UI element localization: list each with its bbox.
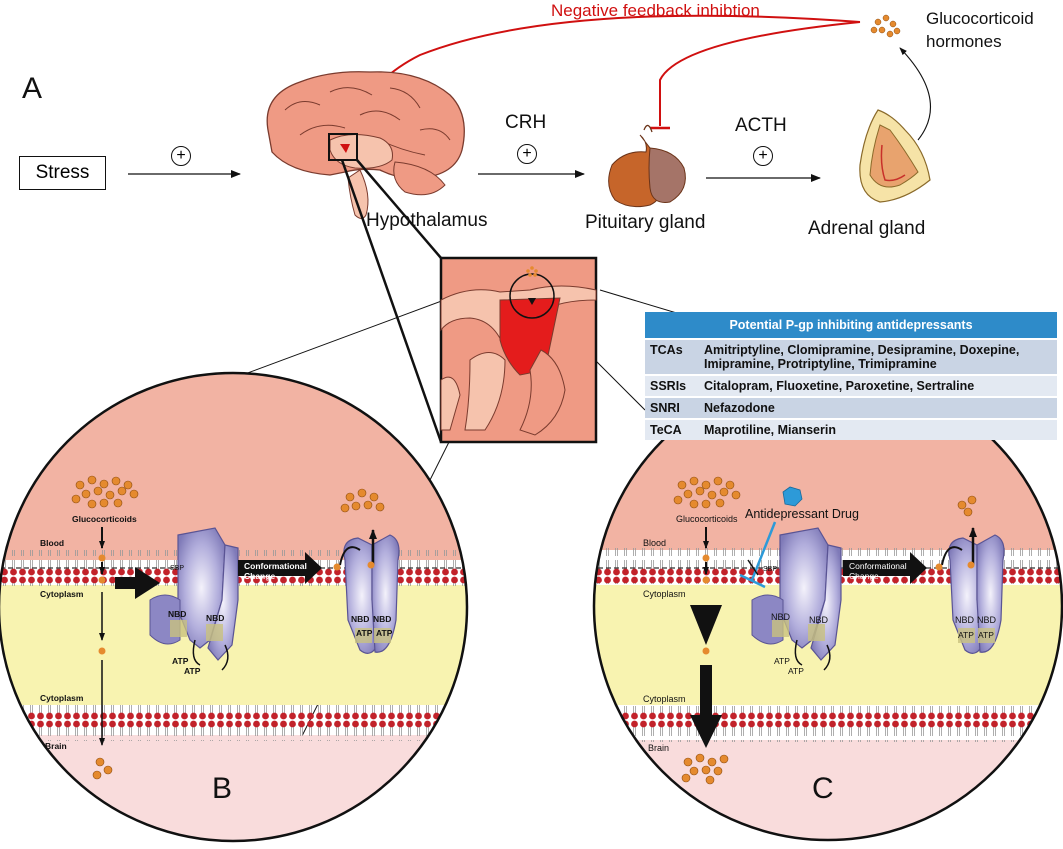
drug-class: TeCA — [645, 418, 699, 440]
plus-sign-stress: + — [171, 146, 191, 166]
adrenal-label: Adrenal gland — [808, 218, 926, 239]
hormones-label-line2: hormones — [926, 32, 1002, 51]
table-title: Potential P-gp inhibiting antidepressant… — [645, 312, 1057, 339]
b-nbd-closed-2: NBD — [373, 614, 392, 624]
c-cytoplasm-bottom-label: Cytoplasm — [643, 694, 686, 704]
feedback-line-pituitary — [659, 21, 861, 126]
adrenal-gland-illustration — [859, 109, 931, 203]
drug-list: Citalopram, Fluoxetine, Paroxetine, Sert… — [699, 374, 1057, 397]
c-cytoplasm-top-label: Cytoplasm — [643, 589, 686, 599]
stress-box: Stress — [19, 156, 106, 190]
antidepressant-drug-shape — [782, 486, 803, 507]
pituitary-label: Pituitary gland — [585, 212, 706, 233]
b-nbd-label-2: NBD — [206, 613, 225, 623]
c-atp-closed-2: ATP — [978, 630, 994, 640]
brain-illustration — [266, 71, 465, 219]
b-sbp-label: SBP — [170, 565, 185, 572]
b-atp-closed-1: ATP — [356, 628, 373, 638]
c-nbd-closed-2: NBD — [977, 615, 997, 625]
panel-label-a: A — [22, 72, 43, 105]
b-nbd-closed-1: NBD — [351, 614, 370, 624]
panel-b-border — [0, 371, 469, 843]
zoom-line-1 — [356, 159, 442, 259]
feedback-label: Negative feedback inhibtion — [551, 1, 760, 20]
b-conformational-line1: Conformational — [244, 561, 307, 571]
hypothalamus-zoom-inset — [439, 256, 598, 444]
antidepressant-table: Potential P-gp inhibiting antidepressant… — [645, 312, 1057, 440]
c-atp-label-2: ATP — [788, 666, 804, 676]
c-glucocorticoids-label: Glucocorticoids — [676, 514, 738, 524]
c-blood-label: Blood — [643, 538, 667, 548]
zoom-line-2 — [340, 159, 443, 443]
c-nbd-label-1: NBD — [771, 612, 791, 622]
hormones-label-line1: Glucocorticoid — [926, 9, 1034, 28]
c-nbd-label-2: NBD — [809, 615, 829, 625]
drug-list: Nefazodone — [699, 396, 1057, 419]
hypothalamus-label: Hypothalamus — [366, 210, 488, 231]
drug-list: Amitriptyline, Clomipramine, Desipramine… — [699, 338, 1057, 375]
c-atp-label-1: ATP — [774, 656, 790, 666]
plus-sign-crh: + — [517, 144, 537, 164]
b-atp-label-2: ATP — [184, 666, 201, 676]
b-atp-label-1: ATP — [172, 656, 189, 666]
drug-list: Maprotiline, Mianserin — [699, 418, 1057, 440]
hormone-dots-top — [870, 14, 901, 38]
c-nbd-closed-1: NBD — [955, 615, 975, 625]
c-conformational-line1: Conformational — [849, 561, 907, 571]
panel-label-c: C — [812, 772, 834, 805]
b-blood-label: Blood — [40, 538, 65, 548]
b-glucocorticoids-label: Glucocorticoids — [72, 514, 137, 524]
c-brain-label: Brain — [648, 743, 670, 753]
c-atp-closed-1: ATP — [958, 630, 974, 640]
b-conformational-line2: Change — [244, 571, 276, 581]
b-brain-label: Brain — [45, 741, 67, 751]
plus-sign-acth: + — [753, 146, 773, 166]
c-conformational-line2: Change — [849, 571, 879, 581]
b-cytoplasm-top-label: Cytoplasm — [40, 589, 84, 599]
drug-class: SSRIs — [645, 374, 699, 397]
c-drug-label: Antidepressant Drug — [745, 507, 859, 521]
panel-label-b: B — [212, 772, 233, 805]
b-nbd-label-1: NBD — [168, 609, 187, 619]
b-cytoplasm-bottom-label: Cytoplasm — [40, 693, 84, 703]
b-atp-closed-2: ATP — [376, 628, 393, 638]
drug-class: SNRI — [645, 396, 699, 419]
hormone-release-arrow — [899, 47, 931, 141]
c-sbp-label: SBP — [763, 566, 778, 573]
acth-label: ACTH — [735, 115, 787, 136]
pituitary-gland-illustration — [608, 124, 686, 208]
drug-class: TCAs — [645, 338, 699, 375]
crh-label: CRH — [505, 112, 547, 133]
